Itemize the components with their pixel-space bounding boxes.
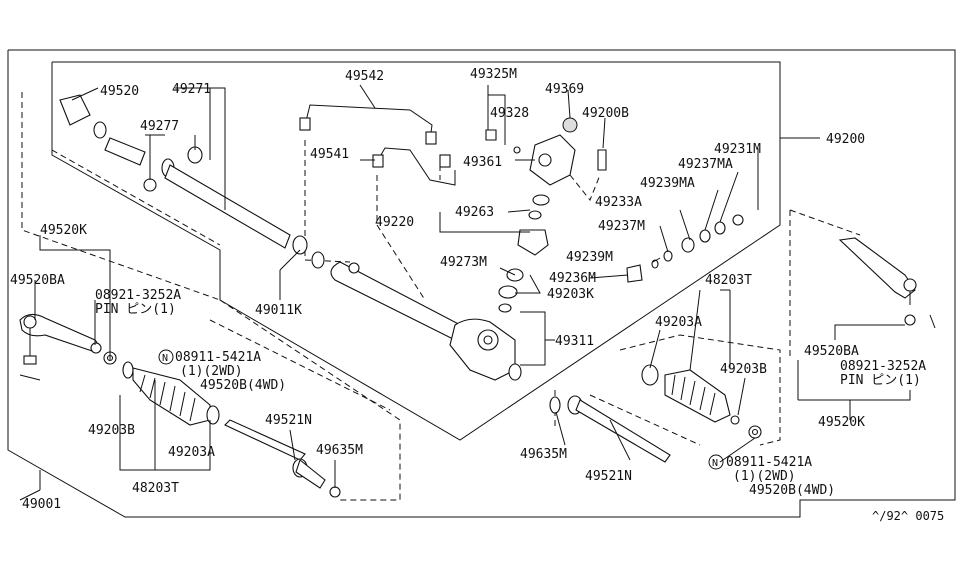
label-49520BA-right: 49520BA	[804, 344, 859, 359]
leader-lines	[19, 84, 911, 501]
label-49311: 49311	[555, 334, 594, 349]
label-49203A-right: 49203A	[655, 315, 702, 330]
n-symbol-right: N	[708, 454, 724, 470]
label-pin-left: PIN ピン(1)	[95, 302, 176, 317]
label-49520: 49520	[100, 84, 139, 99]
label-49520B-left: 49520B(4WD)	[200, 378, 286, 393]
label-08921-left: 08921-3252A	[95, 288, 181, 303]
label-49237M: 49237M	[598, 219, 645, 234]
part-labels: 49520 49271 49277 49542 49325M 49369 493…	[10, 67, 944, 523]
rack-tube-assembly	[59, 94, 325, 269]
label-49271: 49271	[172, 82, 211, 97]
label-49521N-left: 49521N	[265, 413, 312, 428]
label-08911-right: 08911-5421A	[726, 455, 812, 470]
label-49236M: 49236M	[549, 271, 596, 286]
left-boot-assembly	[122, 361, 220, 426]
label-49239MA: 49239MA	[640, 176, 695, 191]
label-49542: 49542	[345, 69, 384, 84]
label-49001: 49001	[22, 497, 61, 512]
label-49203A-left: 49203A	[168, 445, 215, 460]
label-49203K: 49203K	[547, 287, 594, 302]
label-08921-right: 08921-3252A	[840, 359, 926, 374]
label-49203B-left: 49203B	[88, 423, 135, 438]
valve-housing-parts	[485, 117, 607, 313]
label-49541: 49541	[310, 147, 349, 162]
label-49239M: 49239M	[566, 250, 613, 265]
label-49011K: 49011K	[255, 303, 302, 318]
outer-frame	[7, 49, 956, 518]
right-tie-rod-end	[838, 237, 936, 329]
label-49200B: 49200B	[582, 106, 629, 121]
label-48203T-left: 48203T	[132, 481, 179, 496]
label-49233A: 49233A	[595, 195, 642, 210]
label-49369: 49369	[545, 82, 584, 97]
label-49520K-left: 49520K	[40, 223, 87, 238]
label-49203B-right: 49203B	[720, 362, 767, 377]
label-49328: 49328	[490, 106, 529, 121]
pressure-pipes	[299, 104, 456, 186]
gear-assembly-frame	[51, 61, 820, 441]
label-08911-left: 08911-5421A	[175, 350, 261, 365]
label-49220: 49220	[375, 215, 414, 230]
label-49521N-right: 49521N	[585, 469, 632, 484]
label-pin-right: PIN ピン(1)	[840, 373, 921, 388]
rack-housing	[330, 261, 522, 381]
n-symbol-left: N	[158, 349, 174, 365]
footer-code: ^/92^ 0075	[872, 509, 944, 523]
label-49263: 49263	[455, 205, 494, 220]
n-symbol-left-text: N	[162, 353, 168, 364]
label-49361: 49361	[463, 155, 502, 170]
left-tie-rod-end	[19, 313, 117, 381]
right-inner-tie-rod	[549, 395, 671, 463]
label-49520K-right: 49520K	[818, 415, 865, 430]
label-48203T-right: 48203T	[705, 273, 752, 288]
left-inner-tie-rod	[224, 419, 341, 498]
label-49237MA: 49237MA	[678, 157, 733, 172]
label-49520BA-left: 49520BA	[10, 273, 65, 288]
label-49200: 49200	[826, 132, 865, 147]
label-49635M-right: 49635M	[520, 447, 567, 462]
label-49520B-right: 49520B(4WD)	[749, 483, 835, 498]
label-49273M: 49273M	[440, 255, 487, 270]
label-08911-right-qty: (1)(2WD)	[733, 469, 796, 484]
n-symbol-right-text: N	[712, 458, 718, 469]
label-49325M: 49325M	[470, 67, 517, 82]
label-49231M: 49231M	[714, 142, 761, 157]
label-49635M-left: 49635M	[316, 443, 363, 458]
label-08911-left-qty: (1)(2WD)	[180, 364, 243, 379]
label-49277: 49277	[140, 119, 179, 134]
